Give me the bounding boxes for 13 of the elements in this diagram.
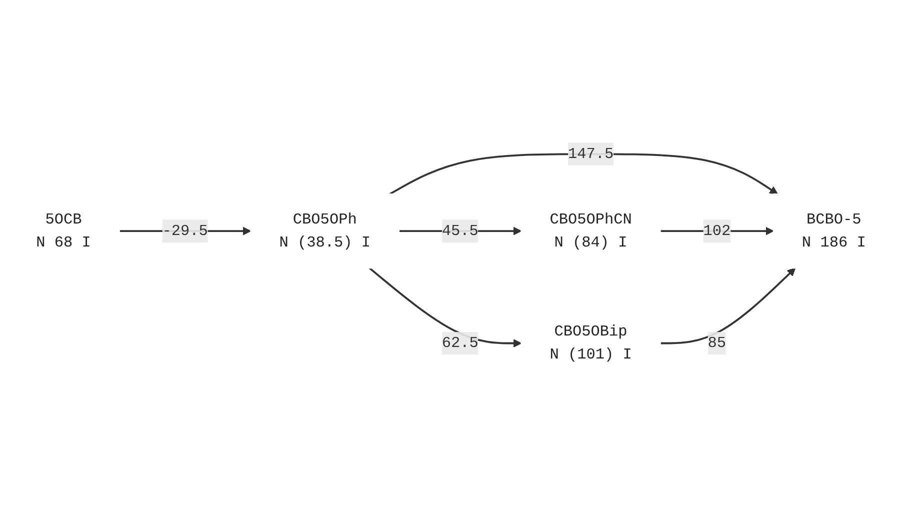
- edge-label: -29.5: [162, 222, 208, 240]
- edge-label: 45.5: [442, 222, 478, 240]
- node-text: CBO5OPh N (38.5) I: [279, 210, 371, 251]
- node-text: CBO5OPhCN N (84) I: [550, 210, 632, 251]
- arrow: [390, 152, 778, 194]
- arrow: [660, 267, 796, 344]
- node-text: BCBO-5 N 186 I: [802, 210, 866, 251]
- edge-label: 102: [703, 222, 731, 240]
- edge-label: 85: [708, 334, 726, 352]
- node-text: CBO5OBip N (101) I: [550, 322, 632, 363]
- node-text: 5OCB N 68 I: [36, 210, 91, 251]
- edge-label: 62.5: [442, 334, 478, 352]
- edge-label: 147.5: [568, 144, 614, 162]
